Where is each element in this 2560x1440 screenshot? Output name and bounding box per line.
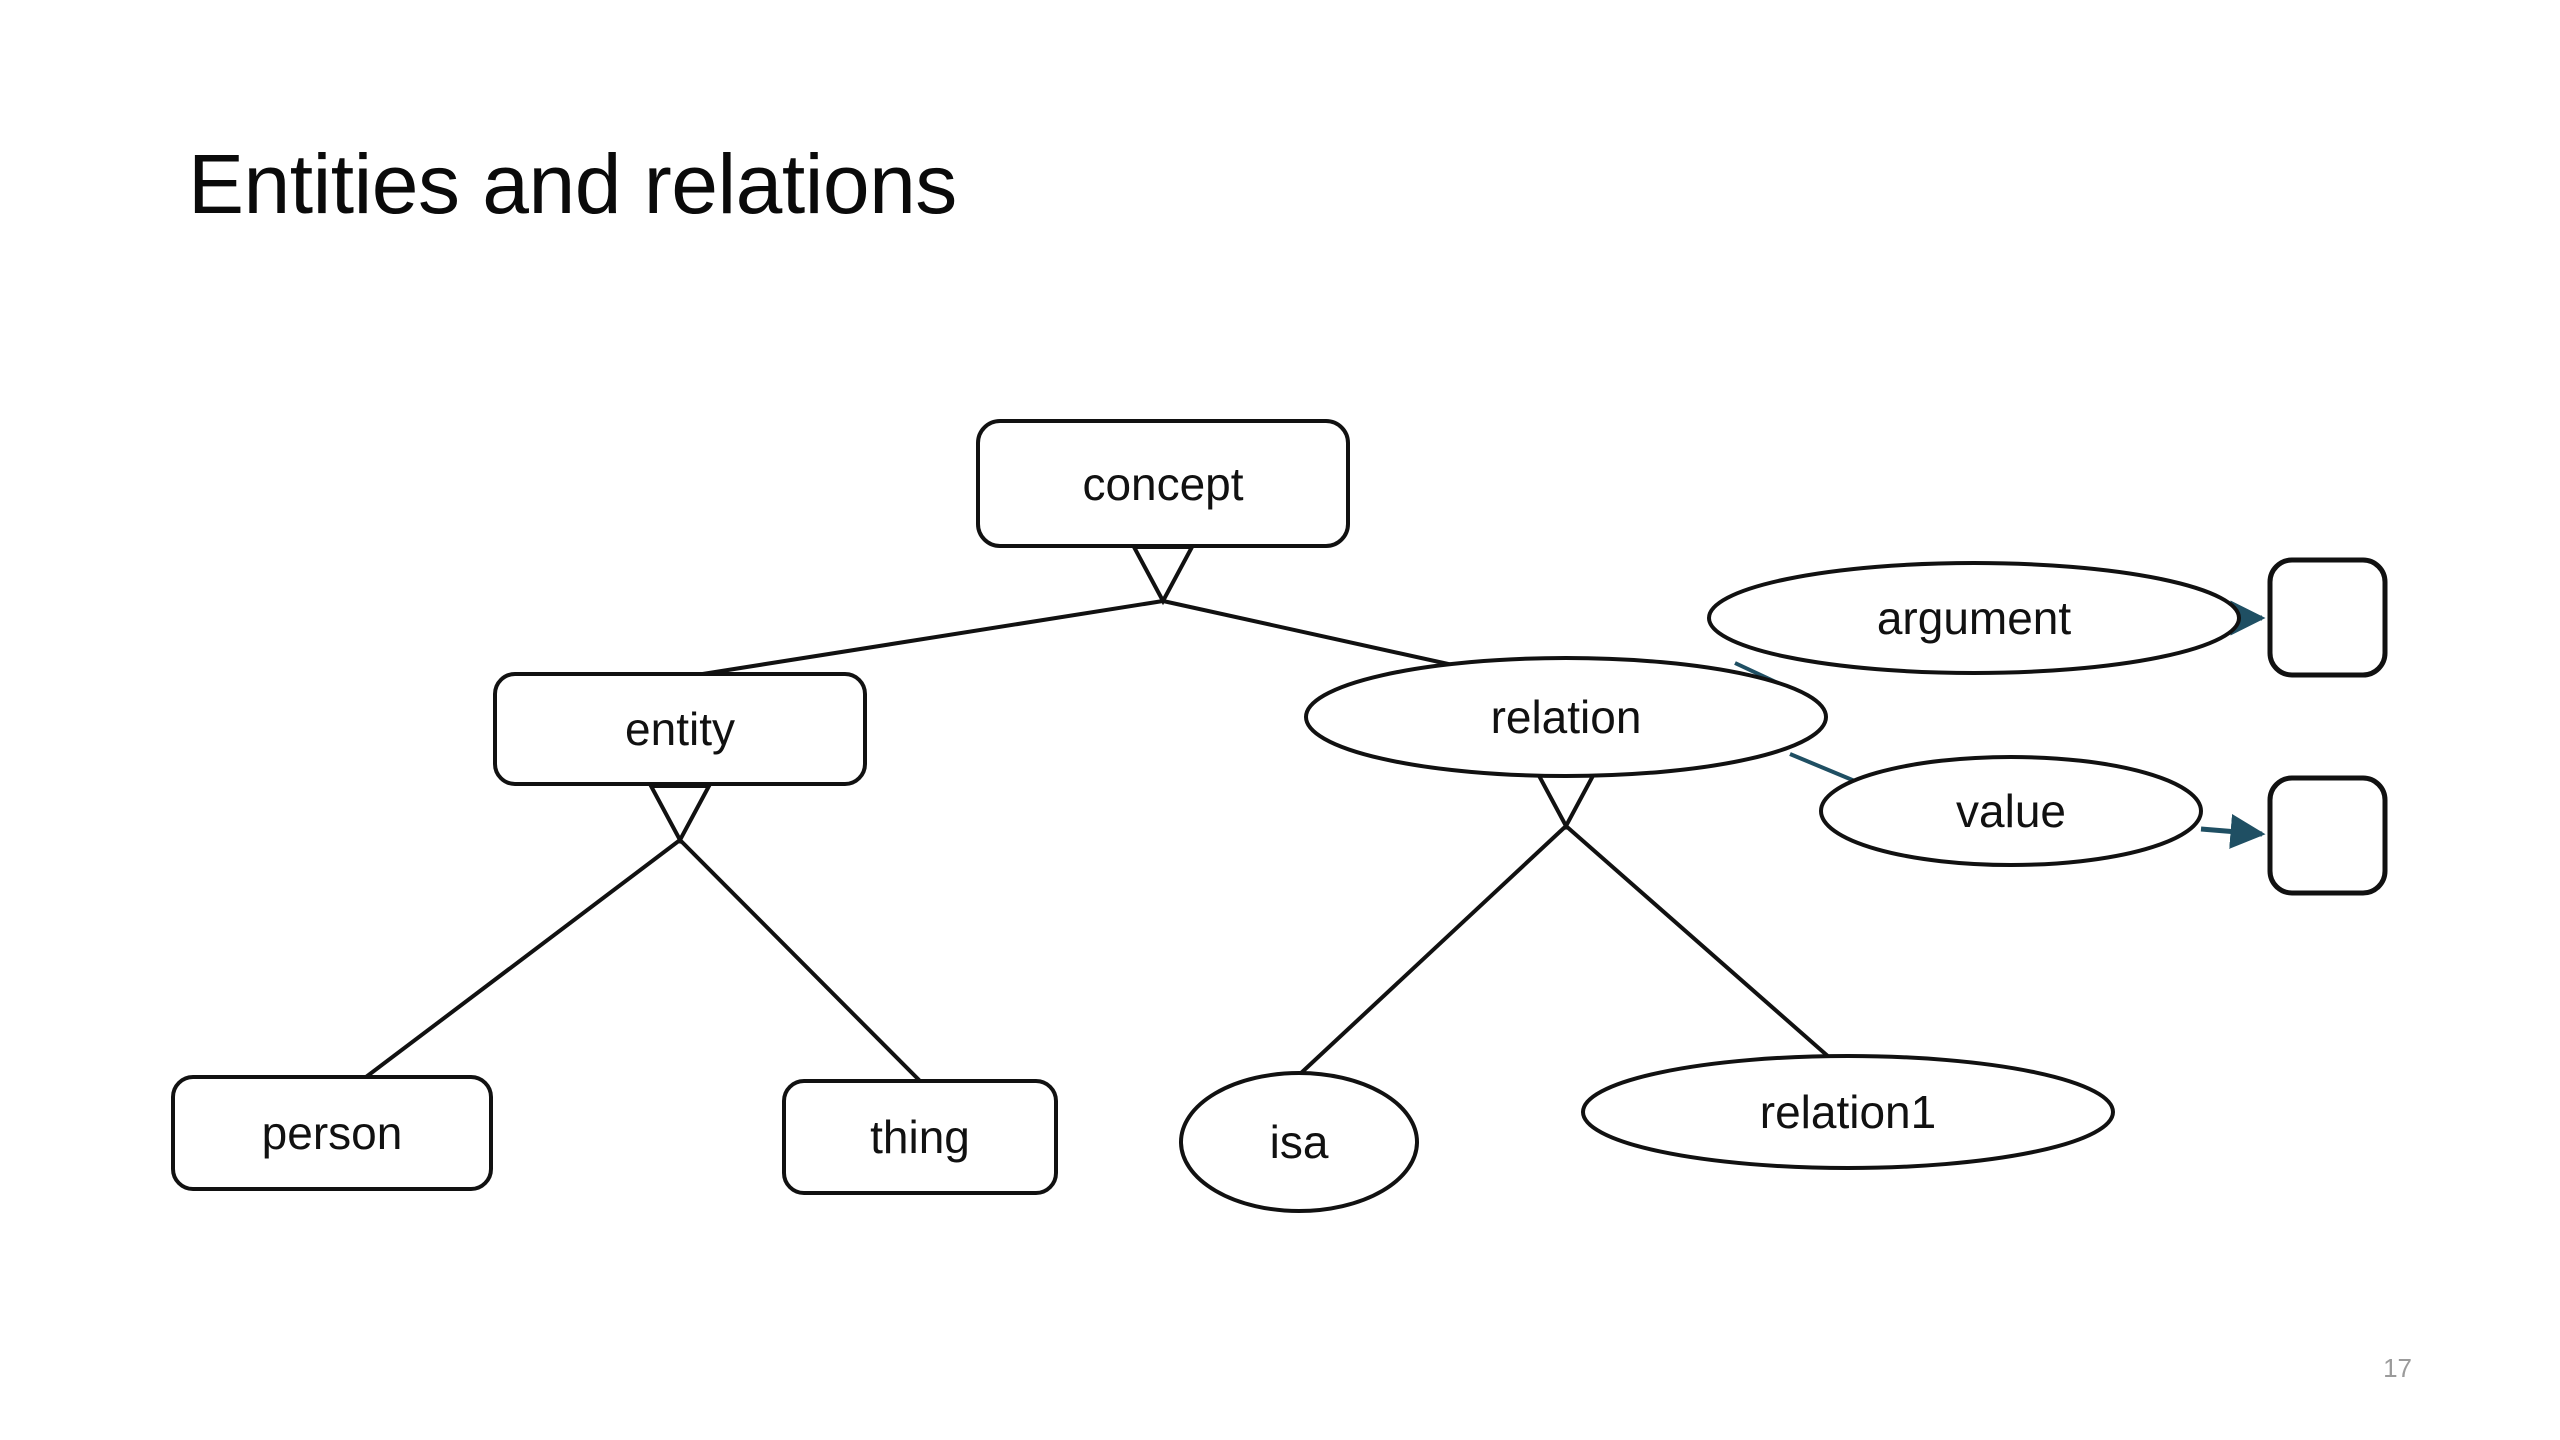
edge-relation-isa xyxy=(1298,824,1568,1076)
arrow-value-to-box xyxy=(2200,813,2266,849)
inheritance-triangle-entity xyxy=(647,784,713,845)
node-value-target[interactable] xyxy=(2267,775,2388,896)
node-relation1[interactable] xyxy=(1581,1054,2115,1170)
page-number: 17 xyxy=(2383,1353,2412,1383)
node-relation[interactable] xyxy=(1304,656,1828,778)
edge-concept-inheritance xyxy=(689,545,1481,678)
edge-relation-relation1 xyxy=(1564,824,1832,1060)
node-entity[interactable] xyxy=(493,672,867,786)
edge-entity-person xyxy=(364,838,682,1079)
node-argument-target[interactable] xyxy=(2267,557,2388,678)
node-concept[interactable] xyxy=(976,419,1350,548)
page-title: Entities and relations xyxy=(188,137,957,231)
edge-concept-relation xyxy=(1162,599,1481,673)
edge-relation-inheritance xyxy=(1298,770,1832,1076)
inheritance-triangle-relation xyxy=(1533,770,1599,831)
node-isa[interactable] xyxy=(1179,1071,1419,1213)
inheritance-triangle-concept xyxy=(1130,545,1196,606)
node-argument[interactable] xyxy=(1707,561,2241,675)
edge-entity-inheritance xyxy=(364,784,922,1083)
edge-concept-entity xyxy=(689,599,1164,678)
edge-entity-thing xyxy=(678,838,922,1083)
edge-relation-value xyxy=(1789,752,1863,786)
node-person[interactable] xyxy=(171,1075,493,1191)
node-thing[interactable] xyxy=(782,1079,1058,1195)
node-value[interactable] xyxy=(1819,755,2203,867)
